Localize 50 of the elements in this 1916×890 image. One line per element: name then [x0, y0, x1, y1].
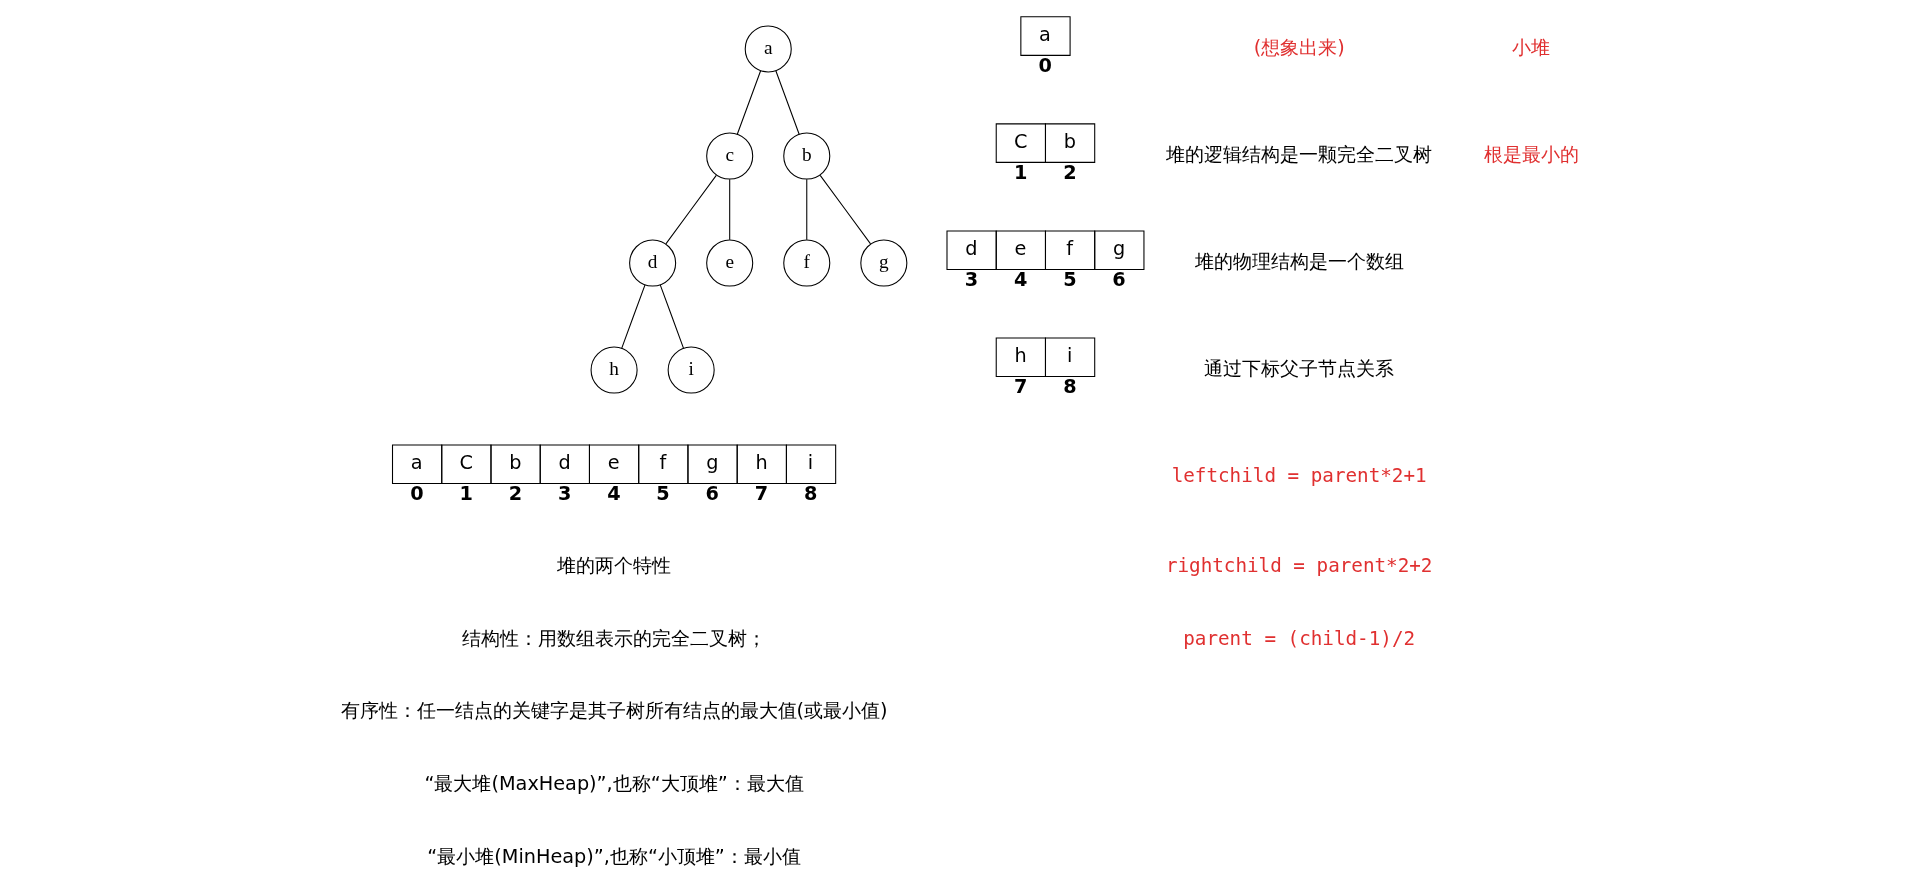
label: rightchild = parent*2+2 [1165, 553, 1432, 577]
label: C [1013, 129, 1027, 153]
label: 1 [458, 482, 473, 506]
label: i [807, 450, 813, 474]
label: 小堆 [1511, 35, 1550, 59]
label: 通过下标父子节点关系 [1203, 356, 1394, 380]
label: h [754, 450, 768, 474]
label: 3 [964, 267, 978, 291]
label: 堆的两个特性 [556, 553, 671, 577]
label: 8 [803, 482, 817, 506]
label: 7 [1013, 374, 1027, 398]
label: f [659, 450, 666, 474]
label: 5 [655, 482, 670, 506]
label: b [508, 450, 521, 474]
label: g [1112, 236, 1125, 260]
label: 2 [1062, 160, 1077, 184]
label: 6 [1111, 267, 1126, 291]
label: 8 [1062, 374, 1077, 398]
label: e [1013, 236, 1026, 260]
label: 7 [754, 482, 768, 506]
label: a [410, 450, 422, 474]
label: 0 [409, 482, 424, 506]
label: 堆的物理结构是一个数组 [1194, 249, 1404, 273]
label: g [705, 450, 718, 474]
label: i [1066, 343, 1072, 367]
label: leftchild = parent*2+1 [1171, 463, 1427, 487]
label: parent = (child-1)/2 [1182, 626, 1415, 650]
label: d [964, 236, 977, 260]
label: h [1013, 343, 1027, 367]
label: 3 [557, 482, 571, 506]
label: 1 [1013, 160, 1027, 184]
label: 5 [1062, 267, 1077, 291]
label: 4 [606, 482, 621, 506]
label: 有序性：任一结点的关键字是其子树所有结点的最大值(或最小值) [340, 699, 888, 723]
label: f [1065, 236, 1073, 260]
label: 0 [1038, 53, 1052, 77]
label: 4 [1013, 267, 1027, 291]
label: 结构性：用数组表示的完全二叉树； [461, 626, 766, 650]
label: “最大堆(MaxHeap)”,也称“大顶堆”：最大值 [424, 772, 804, 796]
label: 堆的逻辑结构是一颗完全二叉树 [1165, 142, 1432, 166]
label: “最小堆(MinHeap)”,也称“小顶堆”：最小值 [426, 844, 801, 868]
label: 2 [508, 482, 522, 506]
label: b [1063, 129, 1076, 153]
label: 6 [705, 482, 719, 506]
label: C [458, 450, 473, 474]
label: (想象出来) [1253, 35, 1345, 59]
label: d [557, 450, 571, 474]
label: 根是最小的 [1483, 142, 1579, 166]
label: e [607, 450, 620, 474]
label: a [1038, 22, 1051, 46]
